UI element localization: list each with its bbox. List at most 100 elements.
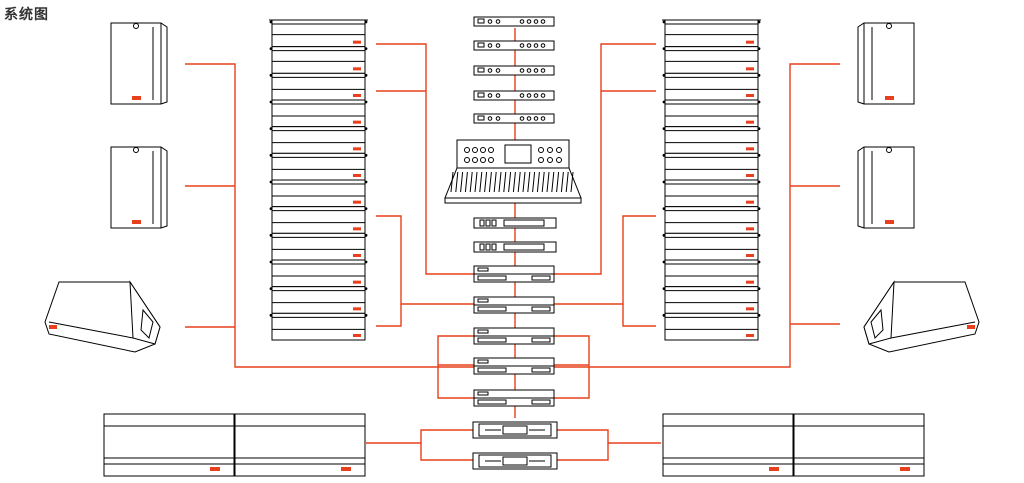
power-amplifier: [473, 389, 555, 407]
amp-display: [531, 275, 551, 281]
rack-button: [477, 115, 485, 121]
line-array-cabinet: [269, 72, 368, 101]
console-fader: [474, 171, 478, 193]
brand-badge: [353, 147, 361, 151]
line-array-cabinet: [269, 179, 368, 208]
brand-badge: [353, 40, 361, 44]
rigging-pin: [364, 287, 368, 291]
amp-display: [531, 306, 551, 312]
rack-chassis: [473, 40, 555, 51]
brand-badge: [746, 174, 754, 177]
rigging-pin: [269, 287, 273, 291]
brand-badge: [769, 467, 779, 471]
rigging-pin: [269, 260, 273, 264]
console-fader: [551, 171, 555, 193]
rack-knob: [533, 68, 539, 73]
line-array-cabinet: [662, 152, 761, 181]
processor-display: [503, 219, 545, 227]
amp-label: [477, 329, 489, 334]
rack-knob: [487, 116, 493, 121]
subwoofer: [103, 413, 235, 477]
subwoofer: [793, 413, 925, 477]
console-fader: [512, 171, 516, 193]
rack-knob: [487, 19, 493, 24]
rack-knob: [495, 116, 501, 121]
power-amplifier: [473, 327, 555, 345]
rigging-pin: [364, 73, 368, 77]
rack-chassis: [473, 16, 555, 27]
amp-display: [531, 337, 551, 343]
outboard-processor: [473, 113, 555, 124]
rack-chassis: [473, 65, 555, 76]
rack-knob: [526, 93, 532, 98]
rigging-pin: [757, 153, 761, 157]
rigging-pin: [662, 180, 666, 184]
console-knob: [488, 157, 494, 163]
line-array-cabinet: [662, 286, 761, 314]
rigging-pin: [364, 260, 368, 264]
rack-knob: [533, 43, 539, 48]
console-fader: [556, 171, 560, 193]
rack-button: [477, 18, 485, 24]
brand-badge: [353, 67, 361, 71]
rigging-pin: [757, 233, 761, 237]
array-feed-line: [376, 304, 402, 327]
rigging-pin: [662, 47, 666, 51]
rigging-pin: [662, 73, 666, 77]
floor-monitor: [863, 280, 980, 353]
rigging-pin: [364, 20, 368, 24]
rigging-pin: [364, 180, 368, 184]
full-range-speaker: [857, 22, 915, 105]
rack-knob: [540, 19, 546, 24]
subwoofer: [234, 413, 366, 477]
rack-knob: [495, 68, 501, 73]
amp-label: [477, 267, 489, 272]
console-knob: [538, 147, 544, 153]
rigging-pin: [364, 127, 368, 131]
rigging-pin: [757, 287, 761, 291]
rigging-pin: [364, 153, 368, 157]
outboard-processor: [473, 16, 555, 27]
rigging-point: [886, 23, 892, 29]
array-feed-line: [376, 43, 476, 275]
line-array-cabinet: [269, 19, 368, 48]
line-array-cabinet: [269, 232, 368, 261]
brand-badge: [746, 94, 754, 97]
rack-knob: [526, 116, 532, 121]
amp-loop-line: [554, 335, 590, 399]
brand-badge: [746, 147, 754, 151]
console-fader: [541, 171, 545, 193]
rack-knob: [533, 19, 539, 24]
line-array-cabinet: [662, 99, 761, 128]
brand-badge: [353, 120, 361, 124]
brand-badge: [746, 67, 754, 71]
rigging-pin: [269, 127, 273, 131]
console-fader: [546, 171, 550, 193]
rigging-pin: [269, 207, 273, 211]
monitor-handle: [870, 308, 884, 339]
line-array-cabinet: [269, 46, 368, 74]
console-fader: [532, 171, 536, 193]
line-array-cabinet: [662, 179, 761, 208]
rigging-pin: [757, 127, 761, 131]
rack-knob: [519, 43, 525, 48]
line-array-cabinet: [662, 259, 761, 288]
console-knob: [464, 147, 470, 153]
sub-cabinet: [234, 413, 366, 477]
rack-knob: [487, 93, 493, 98]
rack-knob: [495, 43, 501, 48]
processor-button: [491, 219, 497, 227]
console-knob: [472, 147, 478, 153]
brand-badge: [746, 307, 754, 311]
speaker-cabinet: [857, 22, 915, 105]
console-knob: [480, 147, 486, 153]
console-fader: [503, 171, 507, 193]
brand-badge: [746, 254, 754, 257]
line-array-cabinet: [662, 72, 761, 101]
brand-badge: [353, 334, 361, 337]
console-fader: [469, 171, 473, 193]
amp-center-panel: [502, 456, 528, 466]
monitor-edge: [890, 321, 976, 339]
sub-cabinet: [793, 413, 925, 477]
